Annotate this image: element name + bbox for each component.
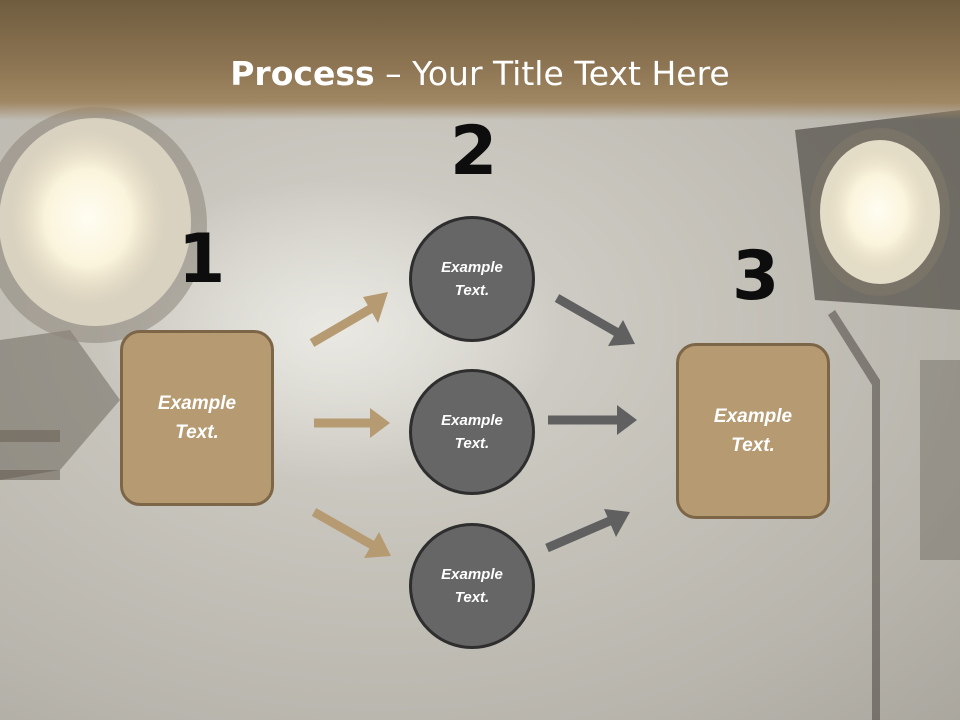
arrow-middle-to-3: [548, 405, 637, 435]
title-bar: [0, 0, 960, 120]
arrow-bottom-to-3: [545, 509, 630, 553]
step-number-3: 3: [732, 237, 780, 316]
arrow-1-to-middle: [314, 408, 390, 438]
title-rest: – Your Title Text Here: [374, 54, 730, 93]
step-2-item-text: Example Text.: [441, 566, 503, 606]
step-2-circle-middle: Example Text.: [409, 369, 535, 495]
left-stage-light: [0, 107, 207, 480]
step-3-text: Example Text.: [713, 406, 793, 456]
slide-title: Process – Your Title Text Here: [0, 52, 960, 96]
step-1-box: Example Text.: [120, 330, 274, 506]
arrow-1-to-top: [309, 292, 388, 347]
step-2-circle-top: Example Text.: [409, 216, 535, 342]
step-2-item-text: Example Text.: [441, 259, 503, 299]
step-2-circle-bottom: Example Text.: [409, 523, 535, 649]
title-bold: Process: [230, 54, 375, 93]
step-number-1: 1: [178, 220, 226, 299]
right-stage-light: [795, 110, 960, 720]
arrow-top-to-3: [554, 294, 635, 346]
step-2-item-text: Example Text.: [441, 412, 503, 452]
arrow-1-to-bottom: [311, 508, 391, 558]
step-3-box: Example Text.: [676, 343, 830, 519]
step-number-2: 2: [450, 112, 498, 191]
step-1-text: Example Text.: [157, 393, 237, 443]
